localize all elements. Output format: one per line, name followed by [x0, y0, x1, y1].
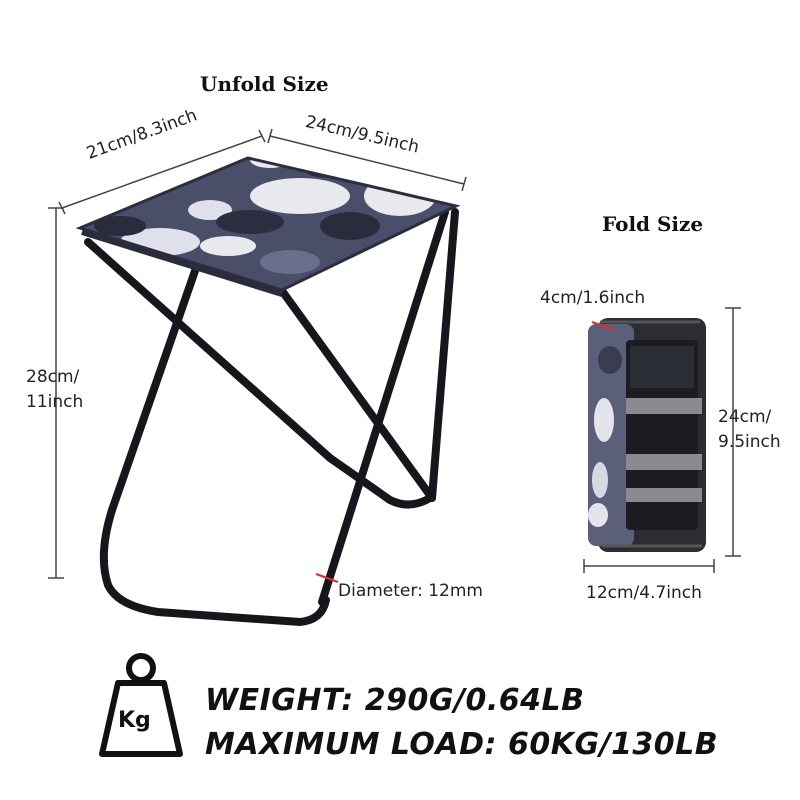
fold-width-label: 12cm/4.7inch [586, 583, 702, 603]
diameter-marker [315, 573, 339, 583]
unfold-height-label-2: 11inch [26, 392, 84, 412]
folded-stool [588, 318, 706, 552]
thickness-marker [591, 321, 615, 331]
unfold-height-label-1: 28cm/ [26, 367, 80, 387]
fold-height-label-1: 24cm/ [718, 407, 772, 427]
camo-seat [75, 156, 461, 297]
unfold-size-title: Unfold Size [200, 72, 329, 96]
max-load-spec: MAXIMUM LOAD: 60KG/130LB [205, 727, 719, 762]
stool-frame [84, 208, 459, 627]
weight-kg-icon [99, 653, 183, 757]
diameter-label: Diameter: 12mm [338, 581, 483, 601]
weight-spec: WEIGHT: 290G/0.64LB [205, 683, 585, 718]
fold-height-label-2: 9.5inch [718, 432, 781, 452]
fold-dimension-lines [583, 307, 741, 573]
fold-thickness-label: 4cm/1.6inch [540, 288, 646, 308]
unfold-dimension-lines [48, 128, 467, 579]
fold-size-title: Fold Size [602, 212, 704, 236]
weight-icon-label: Kg [118, 708, 151, 733]
